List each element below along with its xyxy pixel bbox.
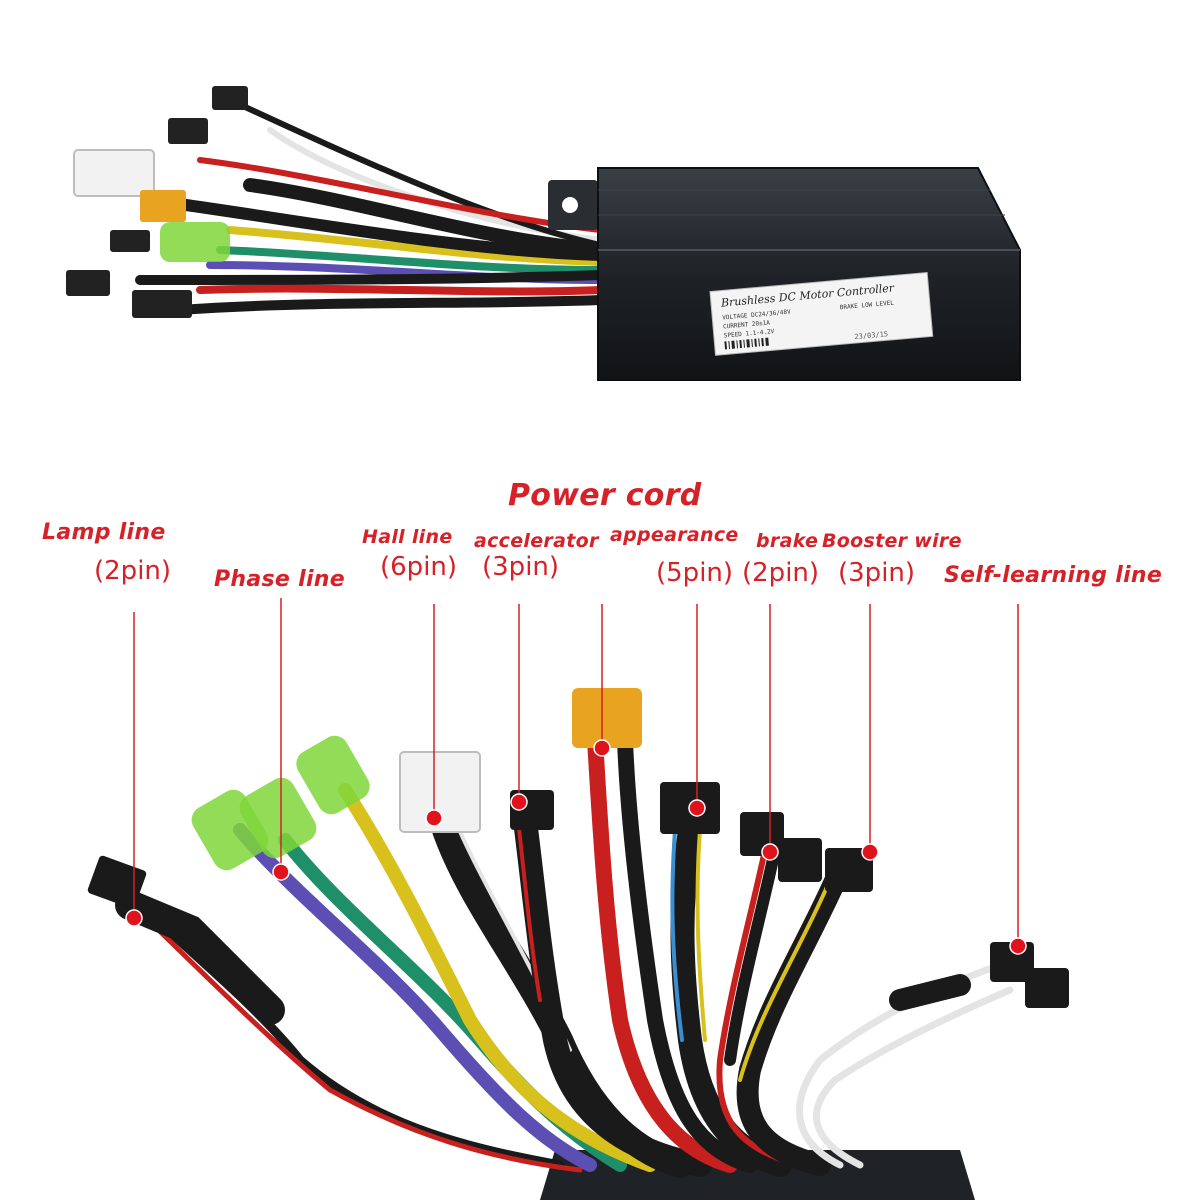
dot-booster-wire [861,843,879,861]
label-lamp-pins: (2pin) [94,556,172,586]
label-current: CURRENT 20±1A [723,319,771,330]
label-date: 23/03/15 [854,330,888,341]
barcode [724,337,769,350]
dot-hall-line [425,809,443,827]
label-brake-pins: (2pin) [742,558,820,588]
mounting-hole [562,197,578,213]
label-brake: brake [756,530,819,552]
harness-connectors [87,688,1069,1008]
dot-brake [761,843,779,861]
dot-lamp-line [125,909,143,927]
product-label-sticker: Brushless DC Motor Controller VOLTAGE DC… [709,271,934,356]
label-lamp-line: Lamp line [42,520,166,545]
callout-lines [133,598,1019,944]
label-booster-wire: Booster wire [822,530,962,552]
hall-connector [399,751,481,833]
power-connector [572,688,642,748]
booster-connector [825,848,873,892]
phase-connector-3 [296,735,370,815]
self-learning-connector-2 [1025,968,1069,1008]
label-speed: SPEED 1.1-4.2V [724,328,775,339]
lamp-connector [87,855,147,909]
label-accelerator: accelerator [474,530,599,552]
label-power-cord: Power cord [508,478,702,513]
label-hall-pins: (6pin) [380,552,458,582]
label-brake: BRAKE LOW LEVEL [840,300,895,312]
dot-appearance [688,799,706,817]
top-connectors [66,86,248,318]
top-wire-bundle [135,97,607,315]
callout-dots [125,739,1027,955]
label-appearance-pins: (5pin) [656,558,734,588]
label-self-learning-line: Self-learning line [944,563,1163,588]
label-booster-pins: (3pin) [838,558,916,588]
dot-accelerator [510,793,528,811]
controller-body [597,167,1021,381]
label-phase-line: Phase line [214,567,345,592]
brake-connector-2 [778,838,822,882]
controller-photo: Brushless DC Motor Controller VOLTAGE DC… [66,86,1021,381]
label-appearance: appearance [610,524,739,546]
label-accelerator-pins: (3pin) [482,552,560,582]
harness-wires [115,732,1014,1178]
dot-self-learning-line [1009,937,1027,955]
harness-photo [87,688,1069,1200]
dot-phase-line [272,863,290,881]
label-hall-line: Hall line [362,526,453,548]
phase-connector-2 [239,777,317,859]
dot-power-cord [593,739,611,757]
